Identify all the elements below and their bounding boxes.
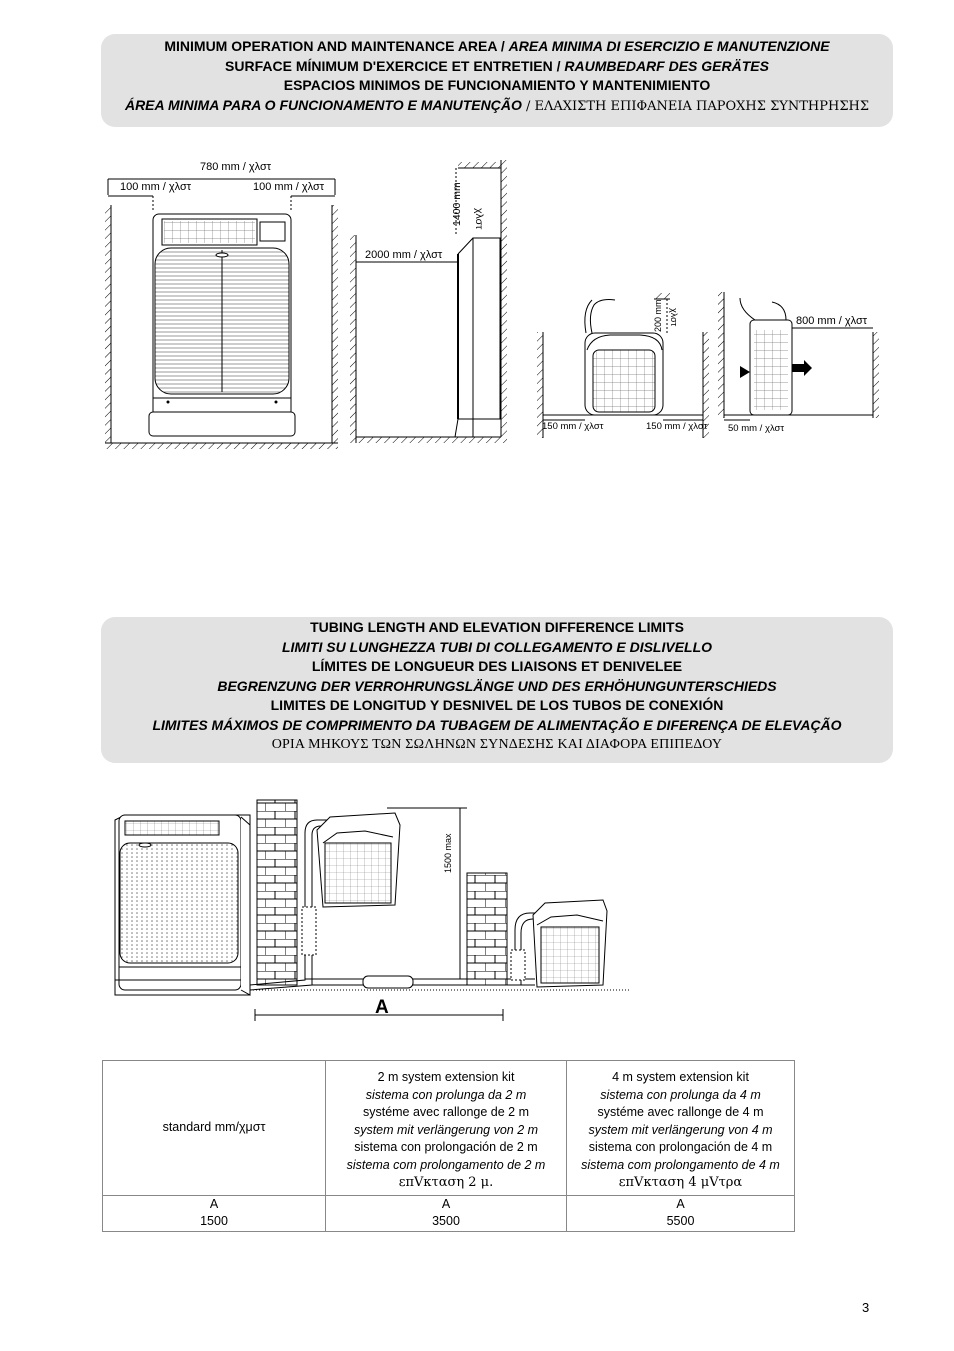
outdoor-front-label: 800 mm / χλστ	[796, 315, 868, 327]
header-line: system mit verlängerung von 4 m	[588, 1122, 773, 1137]
cell-key: A	[676, 1196, 685, 1211]
title-line: SURFACE MÍNIMUM D'EXERCICE ET ENTRETIEN …	[101, 57, 893, 77]
clearance-diagram: 780 mm / χλστ 100 mm / χλστ 100 mm / χλσ…	[105, 160, 879, 449]
title-text: MINIMUM OPERATION AND MAINTENANCE AREA /	[164, 38, 509, 54]
col-4m-header: 4 m system extension kit sistema con pro…	[566, 1060, 795, 1196]
tubing-diagram: 1500 max A	[114, 799, 630, 1021]
table-cell: A 5500	[566, 1194, 795, 1232]
title-line: TUBING LENGTH AND ELEVATION DIFFERENCE L…	[310, 619, 684, 635]
header-line: 2 m system extension kit	[377, 1070, 515, 1084]
title-line: ESPACIOS MINIMOS DE FUNCIONAMIENTO Y MAN…	[101, 76, 893, 96]
col-2m-header: 2 m system extension kit sistema con pro…	[325, 1060, 567, 1196]
cell-value: 5500	[666, 1213, 695, 1228]
length-label: A	[375, 997, 389, 1018]
brick-wall	[256, 799, 298, 986]
title-line: LIMITES DE LONGITUD Y DESNIVEL DE LOS TU…	[270, 697, 724, 713]
header-line: sistema con prolongación de 2 m	[354, 1140, 538, 1154]
page-number: 3	[862, 1300, 870, 1315]
col-standard-header: standard mm/χμστ	[102, 1060, 326, 1196]
indoor-unit	[114, 814, 251, 996]
table-cell: A 3500	[325, 1194, 567, 1232]
outdoor-front-view: 150 mm / χλστ 150 mm / χλστ 200 mm χλστ	[537, 293, 709, 438]
title-text-italic: ÁREA MINIMA PARA O FUNCIONAMENTO E MANUT…	[124, 96, 522, 113]
outdoor-unit-low	[532, 899, 608, 988]
section-title-tubing-limits: TUBING LENGTH AND ELEVATION DIFFERENCE L…	[101, 617, 893, 763]
header-line: sistema com prolongamento de 4 m	[581, 1157, 780, 1172]
outdoor-top-unit: χλστ	[669, 308, 679, 327]
cell-value: 1500	[200, 1213, 228, 1228]
front-view: 780 mm / χλστ 100 mm / χλστ 100 mm / χλσ…	[105, 161, 338, 449]
height-label: 1500 max	[443, 833, 453, 873]
header-line: επVκταση 4 μVτρα	[618, 1175, 743, 1190]
outdoor-right-label: 150 mm / χλστ	[646, 421, 708, 432]
title-text-italic: AREA MINIMA DI ESERCIZIO E MANUTENZIONE	[508, 38, 830, 54]
title-text-greek: / ΕΛΑΧΙΣΤΗ ΕΠΙΦΑΝΕΙΑ ΠΑΡΟΧΗΣ ΣΥΝΤΗΡΗΣΗΣ	[521, 98, 870, 114]
title-text: SURFACE MÍNIMUM D'EXERCICE ET ENTRETIEN …	[225, 57, 565, 74]
header-line: systéme avec rallonge de 2 m	[362, 1105, 530, 1119]
cell-key: A	[209, 1196, 219, 1211]
side-view: 2000 mm / χλστ 1400 mm χλστ	[350, 160, 507, 443]
header-text: standard mm/χμστ	[162, 1120, 266, 1134]
tubing	[249, 819, 545, 991]
front-clear-label: 2000 mm / χλστ	[365, 249, 443, 261]
top-clear-unit: χλστ	[473, 208, 485, 230]
header-line: sistema com prolongamento de 2 m	[346, 1157, 546, 1172]
header-line: sistema con prolunga da 2 m	[365, 1087, 527, 1102]
left-clear-label: 100 mm / χλστ	[120, 181, 192, 193]
header-line: system mit verlängerung von 2 m	[353, 1122, 539, 1137]
brick-wall	[466, 872, 508, 986]
title-line: ΟΡΙΑ ΜΗΚΟΥΣ ΤΩΝ ΣΩΛΗΝΩΝ ΣΥΝΔΕΣΗΣ ΚΑΙ ΔΙΑ…	[271, 737, 723, 752]
outdoor-top-label: 200 mm	[653, 299, 663, 332]
header-line: 4 m system extension kit	[612, 1070, 749, 1084]
title-line: LÍMITES DE LONGUEUR DES LIAISONS ET DENI…	[311, 658, 683, 674]
table-header-row: standard mm/χμστ 2 m system extension ki…	[102, 1060, 795, 1196]
outdoor-left-label: 150 mm / χλστ	[542, 421, 604, 432]
title-line: MINIMUM OPERATION AND MAINTENANCE AREA /…	[101, 37, 893, 57]
section-title-min-area: MINIMUM OPERATION AND MAINTENANCE AREA /…	[101, 34, 893, 127]
table-row: A 1500 A 3500 A 5500	[102, 1194, 795, 1232]
outdoor-unit-high	[316, 812, 401, 908]
title-text: ESPACIOS MINIMOS DE FUNCIONAMIENTO Y MAN…	[283, 77, 711, 93]
cell-key: A	[441, 1196, 451, 1211]
header-line: sistema con prolongación de 4 m	[588, 1140, 773, 1154]
title-text-italic: RAUMBEDARF DES GERÄTES	[564, 57, 769, 74]
title-line: LIMITES MÁXIMOS DE COMPRIMENTO DA TUBAGE…	[152, 716, 842, 733]
header-line: systéme avec rallonge de 4 m	[597, 1105, 764, 1119]
header-line: sistema con prolunga da 4 m	[600, 1087, 761, 1102]
table-cell: A 1500	[102, 1194, 326, 1232]
cell-value: 3500	[432, 1213, 460, 1228]
outdoor-back-label: 50 mm / χλστ	[728, 423, 784, 434]
right-clear-label: 100 mm / χλστ	[253, 181, 325, 193]
outdoor-side-view: 800 mm / χλστ 50 mm / χλστ	[718, 292, 879, 434]
length-table: standard mm/χμστ 2 m system extension ki…	[102, 1060, 795, 1232]
width-total-label: 780 mm / χλστ	[200, 161, 272, 173]
top-clear-label: 1400 mm	[451, 182, 463, 226]
title-line: BEGRENZUNG DER VERROHRUNGSLÄNGE UND DES …	[217, 677, 777, 694]
header-line: επVκταση 2 μ.	[398, 1175, 494, 1190]
title-line: LIMITI SU LUNGHEZZA TUBI DI COLLEGAMENTO…	[281, 638, 713, 655]
title-line: ÁREA MINIMA PARA O FUNCIONAMENTO E MANUT…	[101, 96, 893, 117]
